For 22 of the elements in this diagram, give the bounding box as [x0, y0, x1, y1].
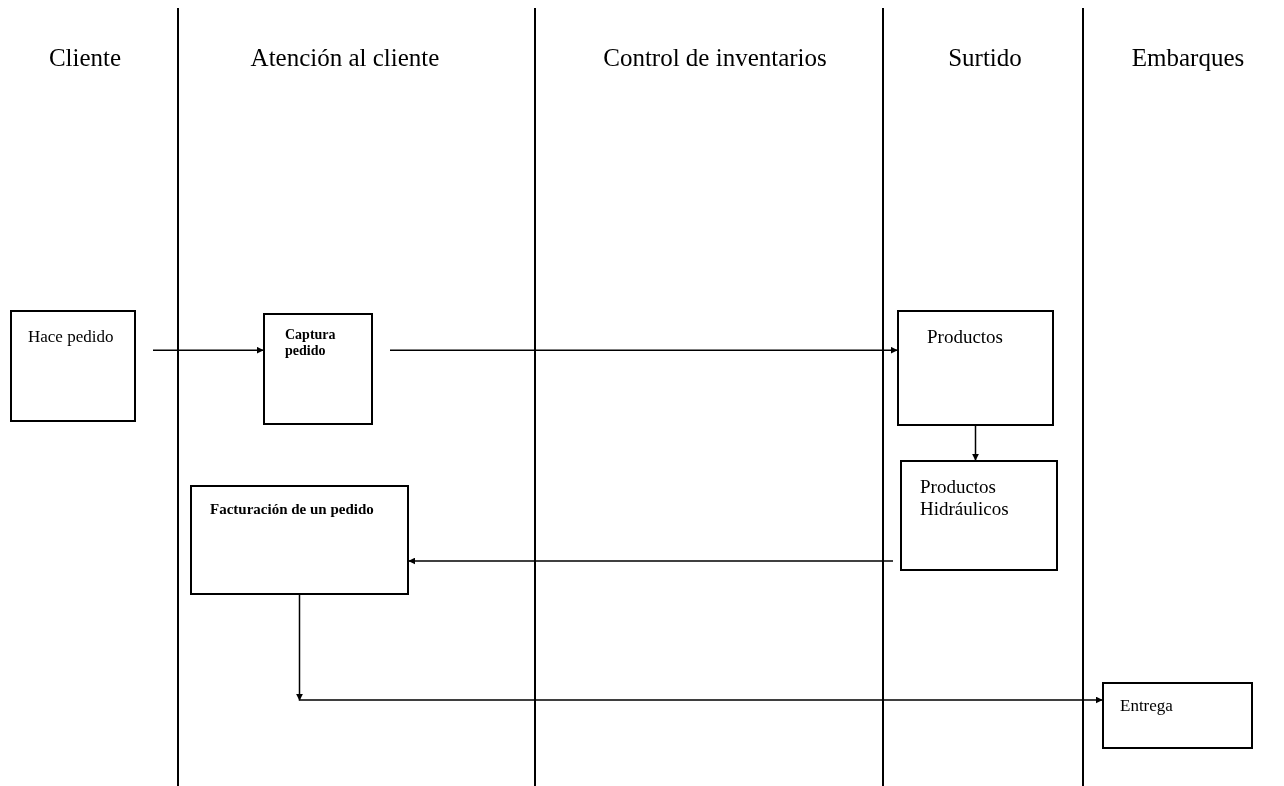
- box-label: Productos: [927, 326, 1004, 348]
- process-box: [10, 310, 136, 422]
- arrow: [296, 594, 1103, 704]
- lane-header: Atención al cliente: [250, 44, 440, 72]
- process-box: [897, 310, 1054, 426]
- arrow: [152, 346, 264, 354]
- box-label: Hace pedido: [28, 327, 115, 347]
- box-label: Productos Hidráulicos: [920, 476, 1010, 520]
- process-box: [1102, 682, 1253, 749]
- process-box: [263, 313, 373, 425]
- process-box: [190, 485, 409, 595]
- arrow: [389, 346, 898, 354]
- box-label: Captura pedido: [285, 327, 337, 360]
- lane-header: Embarques: [1131, 44, 1245, 72]
- process-box: [900, 460, 1058, 571]
- lane-header: Control de inventarios: [603, 44, 827, 72]
- arrow: [408, 557, 894, 565]
- arrow: [972, 425, 979, 461]
- box-label: Entrega: [1120, 696, 1174, 716]
- lane-header: Surtido: [948, 44, 1022, 72]
- lane-header: Cliente: [48, 44, 122, 72]
- box-label: Facturación de un pedido: [210, 501, 375, 519]
